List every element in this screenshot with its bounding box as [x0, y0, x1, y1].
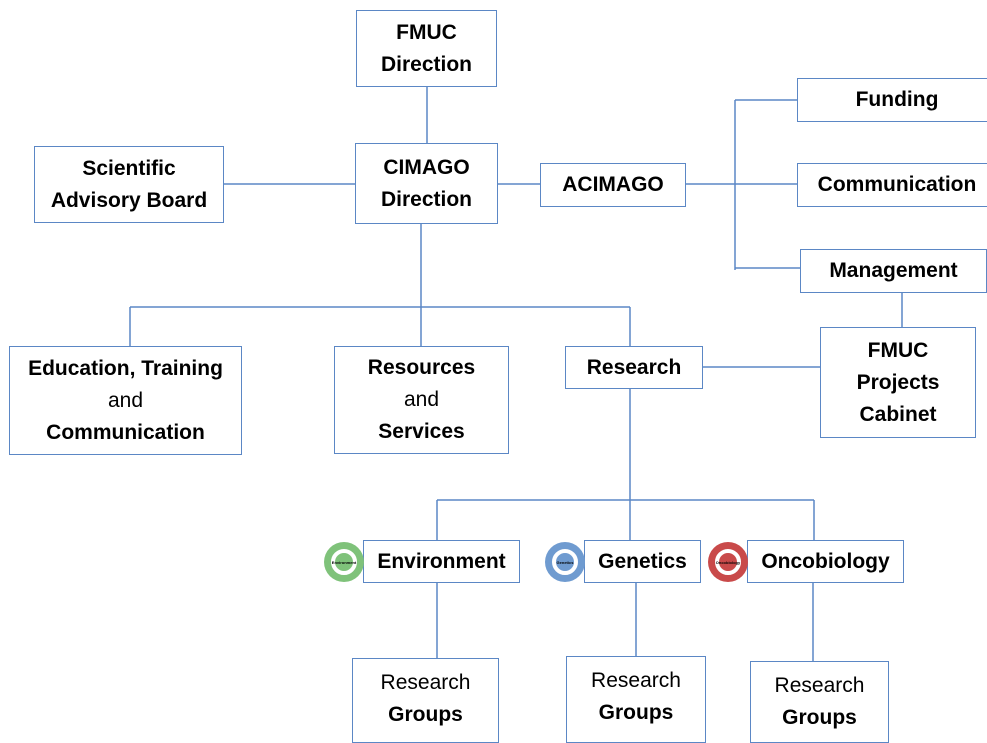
- node-label: FMUC: [867, 338, 929, 362]
- research-groups-genetics-node[interactable]: Research Groups: [566, 656, 706, 743]
- logo-label: Environment: [331, 559, 357, 565]
- node-label: Genetics: [598, 549, 687, 573]
- node-label: Funding: [855, 88, 939, 111]
- cimago-direction-node[interactable]: CIMAGO Direction: [355, 143, 498, 224]
- environment-node[interactable]: Environment: [363, 540, 520, 583]
- communication-node[interactable]: Communication: [797, 163, 987, 207]
- funding-node[interactable]: Funding: [797, 78, 987, 122]
- node-label: Advisory Board: [50, 188, 208, 212]
- genetics-node[interactable]: Genetics: [584, 540, 701, 583]
- management-node[interactable]: Management: [800, 249, 987, 293]
- node-label: Cabinet: [859, 402, 937, 426]
- node-label: Communication: [817, 173, 977, 196]
- logo-label: Genetics: [556, 559, 574, 565]
- research-groups-oncobiology-node[interactable]: Research Groups: [750, 661, 889, 743]
- node-label: FMUC: [396, 20, 457, 44]
- node-label: Research: [586, 355, 682, 379]
- node-label: Direction: [380, 187, 472, 211]
- node-label: Groups: [388, 703, 463, 726]
- node-label: and: [403, 388, 440, 411]
- node-label: Direction: [380, 52, 472, 76]
- scientific-advisory-board-node[interactable]: Scientific Advisory Board: [34, 146, 224, 223]
- node-label: Scientific: [82, 156, 176, 180]
- oncobiology-logo-icon: Oncobiology: [708, 542, 748, 582]
- logo-label: Oncobiology: [715, 559, 741, 565]
- node-label: and: [107, 388, 144, 412]
- node-label: Communication: [46, 420, 205, 444]
- node-label: CIMAGO: [383, 155, 470, 179]
- node-label: Management: [829, 259, 958, 282]
- genetics-logo-icon: Genetics: [545, 542, 585, 582]
- node-label: Environment: [377, 549, 506, 573]
- research-node[interactable]: Research: [565, 346, 703, 389]
- node-label: Research: [591, 669, 681, 692]
- fmuc-direction-node[interactable]: FMUC Direction: [356, 10, 497, 87]
- node-label: Projects: [856, 370, 940, 394]
- research-groups-environment-node[interactable]: Research Groups: [352, 658, 499, 743]
- node-label: Services: [378, 420, 465, 443]
- node-label: Groups: [782, 706, 857, 729]
- node-label: Resources: [367, 356, 476, 379]
- environment-logo-icon: Environment: [324, 542, 364, 582]
- fmuc-projects-cabinet-node[interactable]: FMUC Projects Cabinet: [820, 327, 976, 438]
- resources-services-node[interactable]: Resources and Services: [334, 346, 509, 454]
- node-label: Education, Training: [28, 356, 223, 380]
- node-label: Oncobiology: [761, 549, 890, 573]
- node-label: Research: [774, 674, 865, 697]
- node-label: Research: [380, 671, 471, 694]
- acimago-node[interactable]: ACIMAGO: [540, 163, 686, 207]
- node-label: ACIMAGO: [562, 173, 664, 196]
- education-training-communication-node[interactable]: Education, Training and Communication: [9, 346, 242, 455]
- node-label: Groups: [598, 701, 674, 724]
- oncobiology-node[interactable]: Oncobiology: [747, 540, 904, 583]
